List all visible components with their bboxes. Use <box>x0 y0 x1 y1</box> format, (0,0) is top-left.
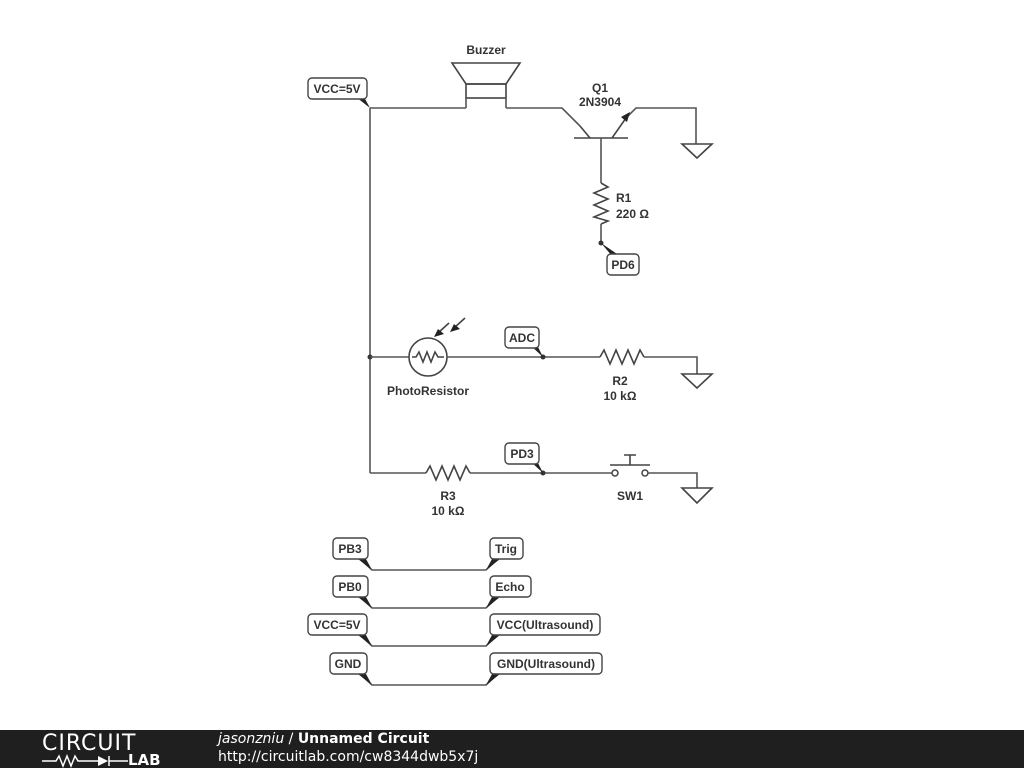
buzzer-label: Buzzer <box>466 43 506 57</box>
pb0-text: PB0 <box>338 580 362 594</box>
sw1-ref-label: SW1 <box>617 489 643 503</box>
sw1-pushbutton[interactable] <box>610 454 650 477</box>
circuitlab-logo[interactable]: CIRCUIT LAB <box>42 731 182 769</box>
r1-value-label: 220 Ω <box>616 207 649 221</box>
q1-transistor[interactable] <box>574 107 697 144</box>
adc-net-label[interactable]: ADC <box>504 326 540 349</box>
vcc-ultrasound-wire <box>359 634 499 647</box>
pb3-text: PB3 <box>338 542 362 556</box>
trig-tag-pointer <box>486 559 500 570</box>
photoresistor[interactable] <box>408 317 466 377</box>
vcc-top-text: VCC=5V <box>313 82 360 96</box>
vcc-ultrasound-text: VCC(Ultrasound) <box>497 618 594 632</box>
vcc-ultrasound-tag-pointer <box>486 635 500 646</box>
title-separator: / <box>284 731 298 747</box>
pb0-echo-wire <box>359 596 499 609</box>
gnd-tag-pointer <box>358 674 372 685</box>
r3-value-label: 10 kΩ <box>432 504 465 518</box>
vcc-top-net-label[interactable]: VCC=5V <box>307 77 368 100</box>
circuit-title: Unnamed Circuit <box>297 731 430 747</box>
vcc-ultrasound-net-label[interactable]: VCC(Ultrasound) <box>489 613 601 636</box>
r3-ref-label: R3 <box>440 489 456 503</box>
vcc-bottom-net-label[interactable]: VCC=5V <box>307 613 368 636</box>
gnd-ultrasound-wire <box>359 673 499 686</box>
circuit-url-link[interactable]: http://circuitlab.com/cw8344dwb5x7j <box>218 749 479 765</box>
r2-ref-label: R2 <box>612 374 628 388</box>
r2-to-ground-wire <box>644 356 698 374</box>
photoresistor-label: PhotoResistor <box>387 384 469 398</box>
ground-symbol-r2 <box>679 373 715 390</box>
echo-net-label[interactable]: Echo <box>489 575 532 598</box>
pd6-text: PD6 <box>611 258 635 272</box>
pb3-tag-pointer <box>358 559 372 570</box>
buzzer-to-q1-wire <box>506 107 581 127</box>
vcc-bottom-text: VCC=5V <box>313 618 360 632</box>
gnd-ultrasound-text: GND(Ultrasound) <box>497 657 595 671</box>
r1-resistor[interactable] <box>591 182 611 225</box>
ground-symbol-q1 <box>679 143 715 160</box>
adc-text: ADC <box>509 331 535 345</box>
gnd-text: GND <box>335 657 362 671</box>
pb0-tag-pointer <box>358 597 372 608</box>
pb3-net-label[interactable]: PB3 <box>332 537 369 560</box>
logo-text-lab: LAB <box>128 751 161 769</box>
q1-value-label: 2N3904 <box>579 95 621 109</box>
pd6-net-label[interactable]: PD6 <box>606 253 640 276</box>
r1-ref-label: R1 <box>616 191 632 205</box>
circuit-schematic: Buzzer Q1 2N3904 R1 220 Ω PD6 PhotoResis… <box>307 43 715 686</box>
sw1-to-ground-wire <box>648 472 698 488</box>
buzzer[interactable] <box>450 62 522 108</box>
author-link[interactable]: jasonzniu <box>218 731 285 747</box>
echo-tag-pointer <box>486 597 500 608</box>
trig-net-label[interactable]: Trig <box>489 537 524 560</box>
resistor-diode-logo-icon <box>42 754 128 768</box>
r3-resistor[interactable] <box>425 463 471 483</box>
r2-resistor[interactable] <box>599 347 645 367</box>
r2-value-label: 10 kΩ <box>604 389 637 403</box>
footer-bar: CIRCUIT LAB jasonzniu / Unnamed Circuit … <box>0 730 1024 769</box>
vcc-top-tag-pointer <box>356 97 370 108</box>
q1-ref-label: Q1 <box>592 81 608 95</box>
pd3-text: PD3 <box>510 447 534 461</box>
gnd-net-label[interactable]: GND <box>329 652 368 675</box>
vcc-bottom-tag-pointer <box>358 635 372 646</box>
logo-text-circuit: CIRCUIT <box>42 731 137 756</box>
pd6-tag-pointer <box>601 243 620 256</box>
footer-circuit-title: jasonzniu / Unnamed Circuit <box>218 731 429 747</box>
gnd-ultrasound-tag-pointer <box>486 674 500 685</box>
ground-symbol-sw1 <box>680 487 714 505</box>
pd3-net-label[interactable]: PD3 <box>504 442 540 465</box>
echo-text: Echo <box>495 580 524 594</box>
gnd-ultrasound-net-label[interactable]: GND(Ultrasound) <box>489 652 603 675</box>
trig-text: Trig <box>495 542 517 556</box>
pb3-trig-wire <box>359 558 499 571</box>
pb0-net-label[interactable]: PB0 <box>332 575 369 598</box>
